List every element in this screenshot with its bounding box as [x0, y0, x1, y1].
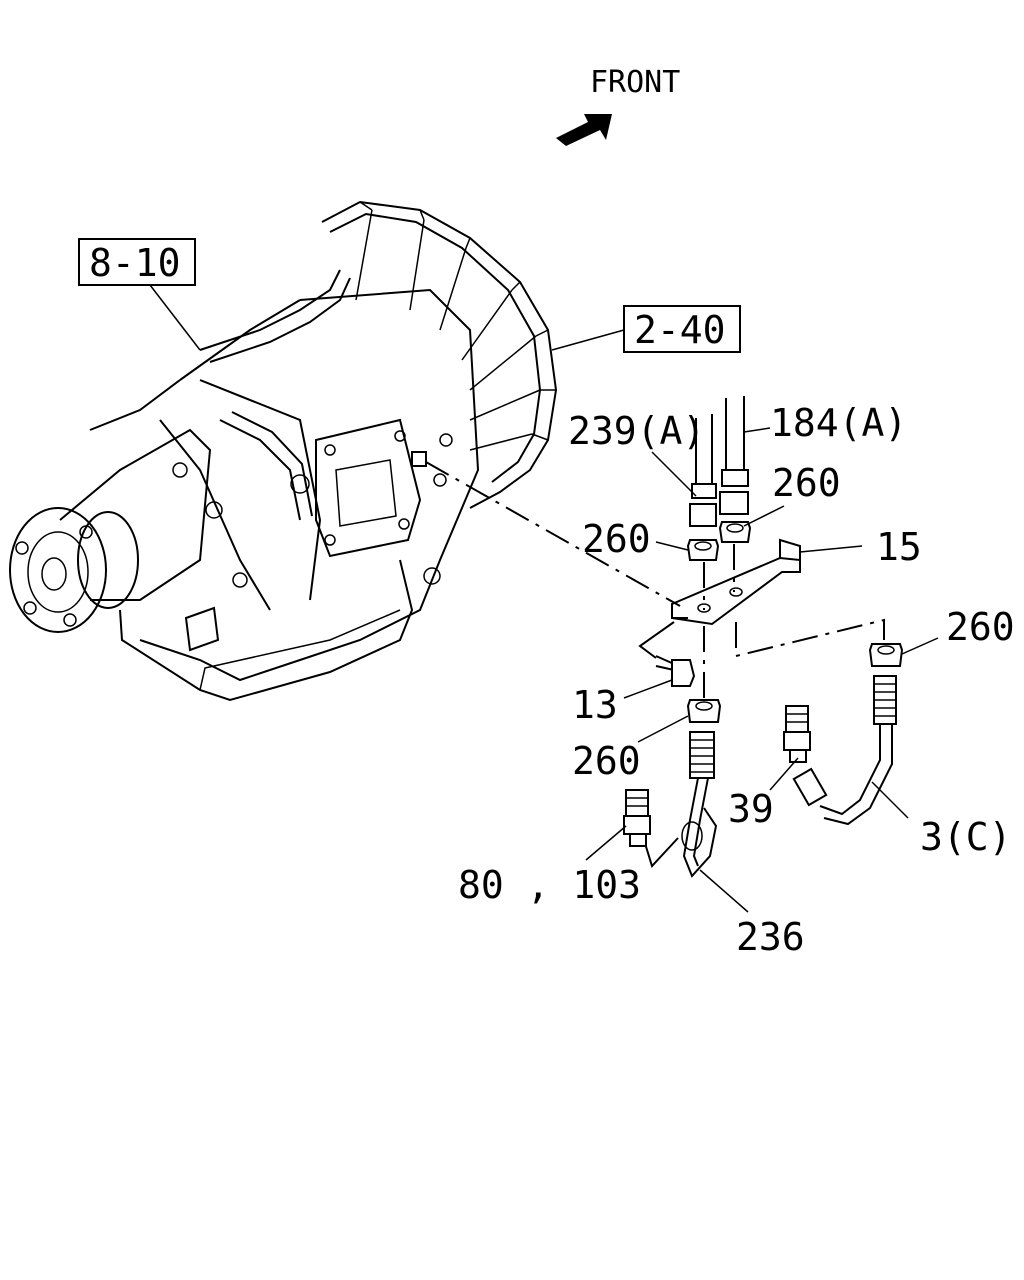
- fitting-80-103: [623, 789, 651, 847]
- nut-260-top-right: [718, 521, 752, 543]
- leader-260-right: [901, 637, 939, 655]
- reference-label-2-40: 2-40: [634, 308, 726, 352]
- callout-236: 236: [736, 915, 805, 959]
- callout-184a: 184(A): [770, 401, 907, 445]
- reference-box-2-40[interactable]: 2-40: [623, 305, 741, 353]
- pipe-236: [643, 731, 718, 878]
- leader-8-10: [149, 284, 201, 351]
- leader-80-103: [585, 825, 627, 861]
- leader-39: [769, 757, 799, 791]
- leader-3c: [871, 781, 909, 819]
- reference-box-8-10[interactable]: 8-10: [78, 238, 196, 286]
- pipe-3c: [792, 675, 897, 826]
- leader-260-lower: [637, 715, 689, 743]
- callout-260-top-right: 260: [772, 461, 841, 505]
- fitting-39: [783, 705, 811, 763]
- reference-label-8-10: 8-10: [89, 241, 181, 285]
- callout-39: 39: [728, 787, 774, 831]
- bracket-15: [671, 538, 801, 626]
- leader-15: [799, 545, 863, 553]
- leader-13: [623, 679, 673, 699]
- pipe-239a: [689, 414, 717, 527]
- leader-239a: [651, 451, 697, 497]
- callout-3c: 3(C): [920, 815, 1012, 859]
- callout-260-lower: 260: [572, 739, 641, 783]
- nut-260-right: [868, 643, 904, 667]
- arrow-front-icon: [556, 114, 612, 146]
- leader-260-left: [655, 541, 689, 551]
- callout-80-103: 80 , 103: [458, 863, 641, 907]
- callout-15: 15: [876, 525, 922, 569]
- leader-260-top-right: [743, 505, 785, 527]
- connection-line-right: [735, 618, 885, 658]
- nut-260-left: [686, 539, 720, 561]
- bolt-13: [655, 655, 696, 687]
- callout-260-right: 260: [946, 605, 1015, 649]
- leader-2-40: [551, 329, 625, 351]
- bracket-outline: [638, 621, 675, 659]
- nut-260-lower: [686, 699, 722, 723]
- front-label: FRONT: [590, 65, 680, 100]
- leader-184a: [743, 427, 771, 433]
- transmission-illustration: [9, 200, 558, 702]
- pipe-184a: [719, 396, 749, 515]
- connection-line: [425, 461, 681, 607]
- leader-236: [699, 869, 749, 913]
- callout-239a: 239(A): [568, 409, 705, 453]
- callout-260-left: 260: [582, 517, 651, 561]
- callout-13: 13: [572, 683, 618, 727]
